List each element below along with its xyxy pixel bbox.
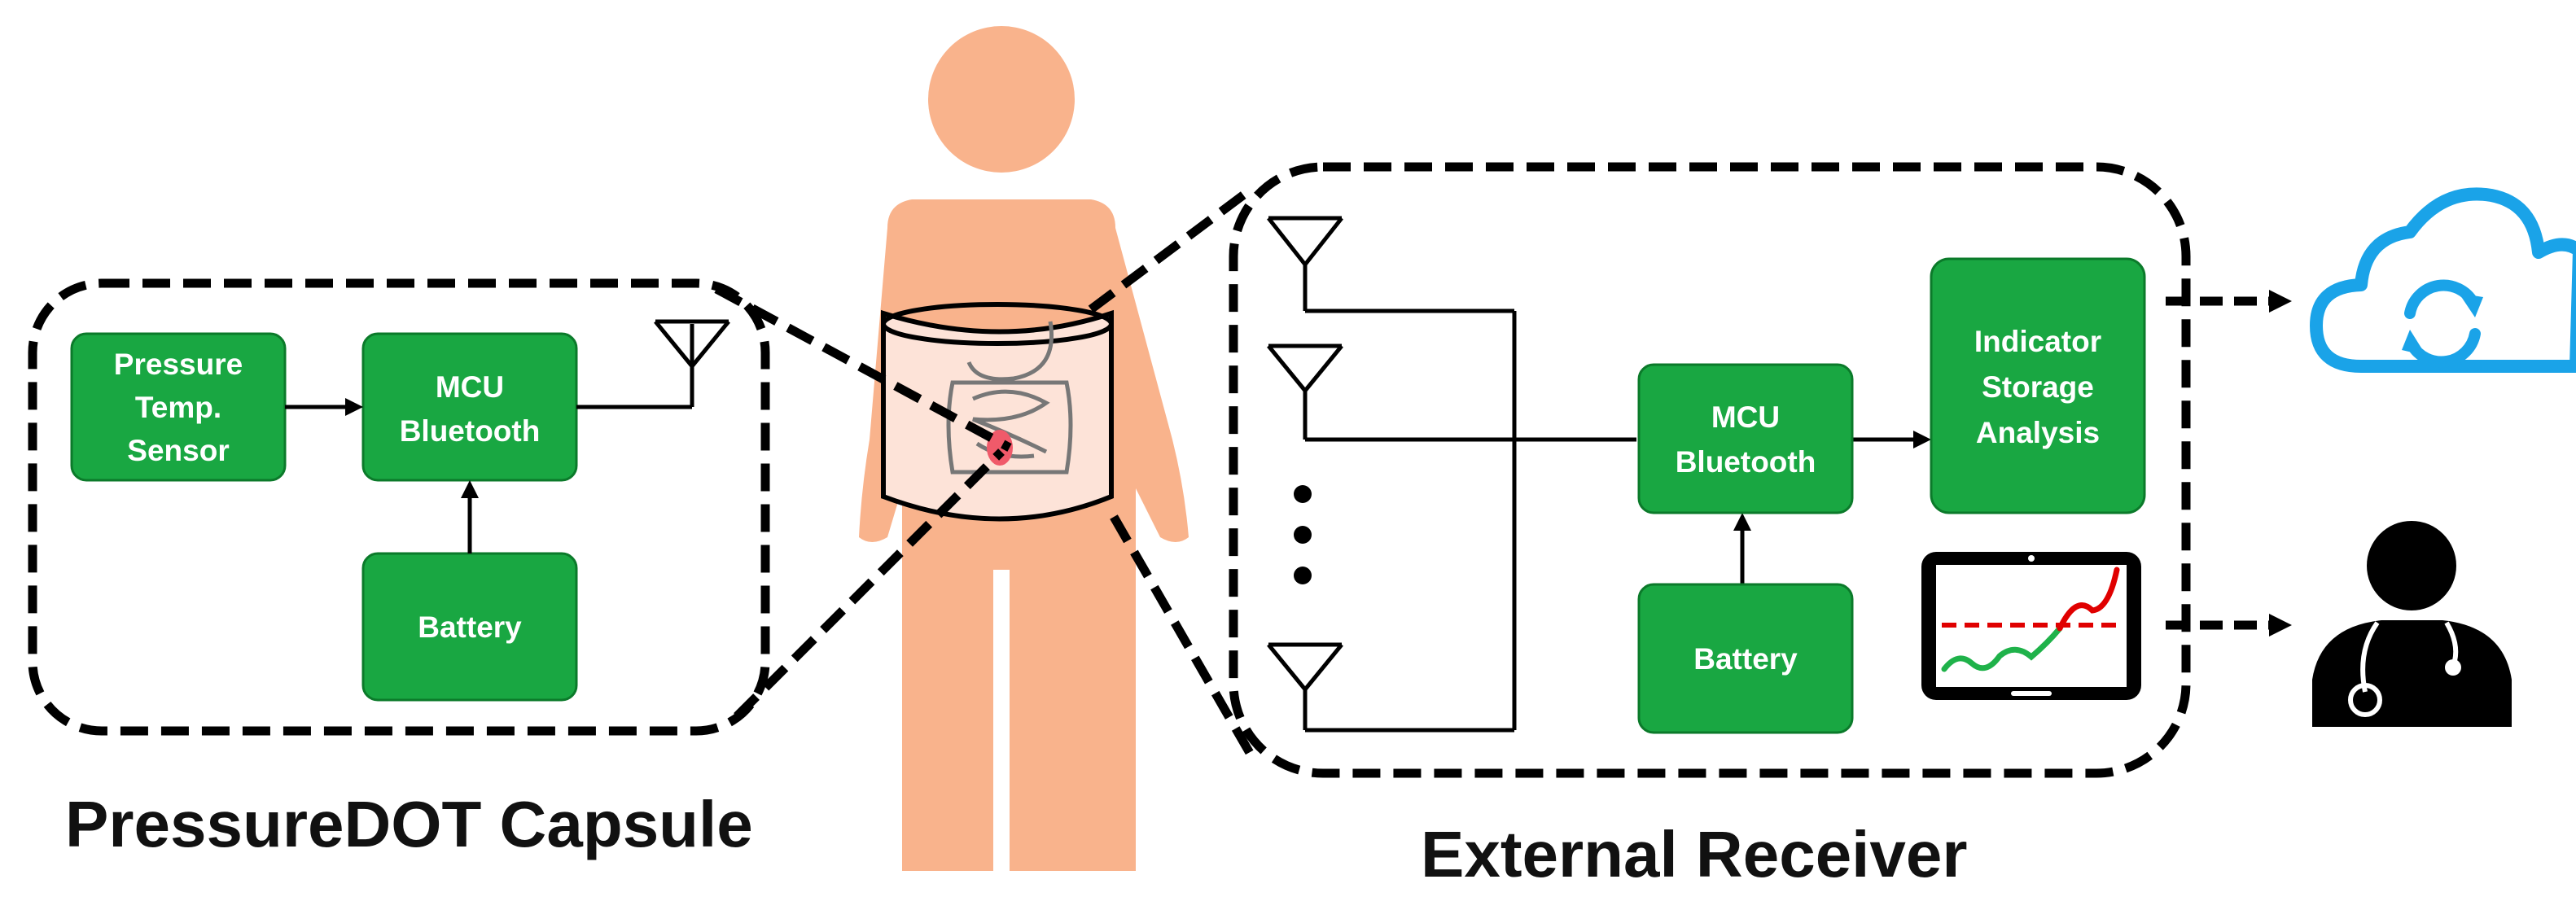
capsule-title: PressureDOT Capsule <box>65 788 753 860</box>
receiver-battery-label: Battery <box>1693 642 1798 676</box>
arrow-head <box>345 398 363 416</box>
arrow-head <box>1733 513 1751 531</box>
capsule-battery-label: Battery <box>418 610 522 644</box>
cloud-sync-icon <box>2310 187 2576 373</box>
zoom-line-capsule-bottom <box>734 448 1005 720</box>
receiver-mcu-label-1: MCU <box>1711 400 1780 434</box>
receiver-wiring <box>1303 265 1915 733</box>
antenna-icon <box>1267 642 1343 693</box>
sensor-label-3: Sensor <box>127 434 229 467</box>
arrow-head <box>1913 431 1931 448</box>
sensor-label-1: Pressure <box>114 348 243 381</box>
zoom-line-receiver-top <box>1088 183 1257 313</box>
receiver-mcu-label-2: Bluetooth <box>1676 445 1816 479</box>
zoom-line-receiver-bottom <box>1110 514 1254 755</box>
sensor-label-2: Temp. <box>135 391 221 424</box>
antenna-icon <box>654 319 730 370</box>
capsule-connections <box>285 324 694 553</box>
antenna-icon <box>1267 216 1343 269</box>
capsule-box <box>28 278 770 736</box>
functions-label-1: Indicator <box>1974 325 2101 358</box>
arrow-head <box>2269 290 2292 313</box>
human-body-icon <box>859 26 1189 871</box>
arrow-head <box>461 480 479 498</box>
receiver-title: External Receiver <box>1421 818 1968 890</box>
capsule-mcu-label-1: MCU <box>436 370 504 404</box>
receiver-mcu-block: MCU Bluetooth <box>1637 363 1854 514</box>
ellipsis-dots <box>1294 485 1312 584</box>
doctor-icon <box>2312 521 2512 727</box>
receiver-battery-block: Battery <box>1637 583 1854 734</box>
capsule-marker <box>987 430 1013 466</box>
functions-label-3: Analysis <box>1976 416 2100 449</box>
tablet-chart-icon <box>1921 552 2141 700</box>
sensor-block: Pressure Temp. Sensor <box>70 332 287 482</box>
capsule-mcu-label-2: Bluetooth <box>400 414 541 448</box>
receiver-box <box>1229 162 2191 778</box>
functions-block: Indicator Storage Analysis <box>1930 257 2146 514</box>
antenna-icon <box>1267 343 1343 394</box>
arrow-head <box>2269 614 2292 637</box>
capsule-battery-block: Battery <box>361 552 578 702</box>
zoom-line-capsule-top <box>714 285 1012 452</box>
capsule-mcu-block: MCU Bluetooth <box>361 332 578 482</box>
functions-label-2: Storage <box>1982 370 2094 404</box>
